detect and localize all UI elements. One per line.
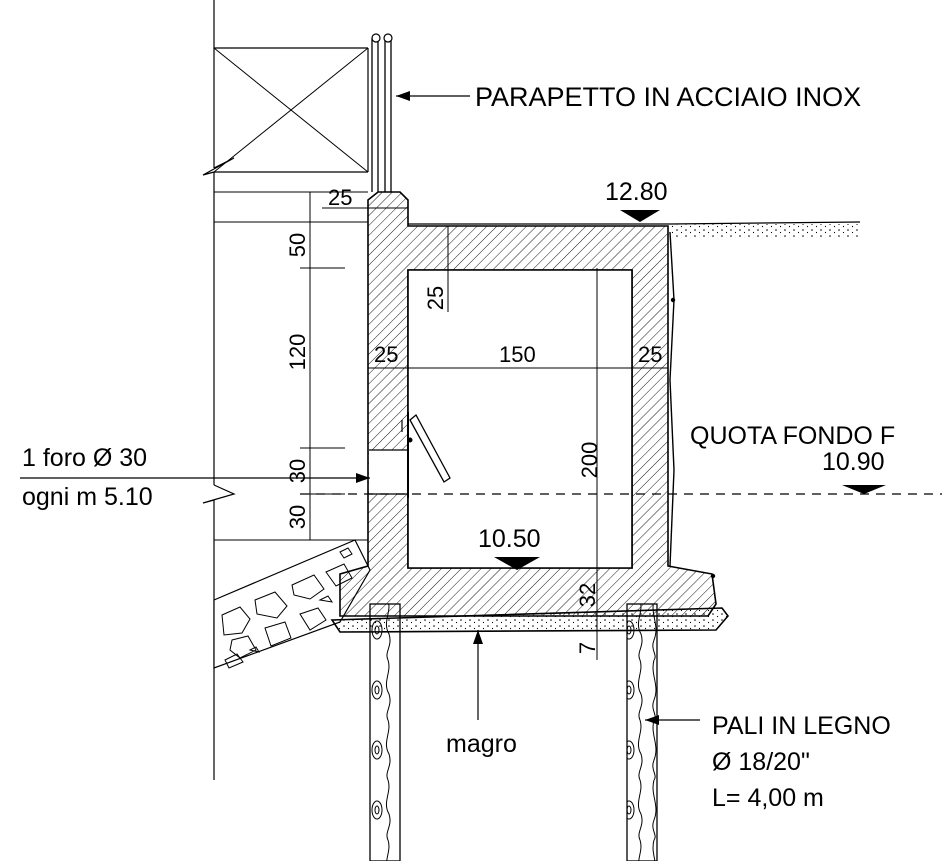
dimension-lines <box>300 192 668 660</box>
foro-label-line1: 1 foro Ø 30 <box>22 444 147 472</box>
level-marker-fondo <box>842 485 886 494</box>
foro-label-line2: ogni m 5.10 <box>22 483 153 511</box>
dim-inner-width: 150 <box>499 342 536 367</box>
pali-label-line3: L= 4,00 m <box>712 784 824 812</box>
timber-piles <box>369 603 658 861</box>
dim-base: 32 <box>575 583 600 607</box>
dim-inner-height: 200 <box>577 442 602 479</box>
dim-foro-upper: 30 <box>285 459 310 483</box>
ground-surface <box>408 221 861 238</box>
level-bottom-value: 10.50 <box>478 525 541 553</box>
dim-top-wall: 25 <box>328 185 352 210</box>
dim-left-wall: 25 <box>374 342 398 367</box>
leader-lines <box>20 91 700 725</box>
dim-opening: 120 <box>285 334 310 371</box>
dim-top-offset: 50 <box>285 233 310 257</box>
quota-fondo-label: QUOTA FONDO F <box>690 422 895 450</box>
level-marker-bottom <box>494 557 540 570</box>
parapetto-label: PARAPETTO IN ACCIAIO INOX <box>475 82 861 112</box>
dim-right-wall: 25 <box>638 342 662 367</box>
dim-magro: 7 <box>575 642 600 654</box>
dim-slab: 25 <box>423 286 448 310</box>
level-top-value: 12.80 <box>605 178 668 206</box>
dim-foro-lower: 30 <box>285 505 310 529</box>
flap-gate <box>401 412 451 498</box>
level-fondo-value: 10.90 <box>822 448 885 476</box>
magro-label: magro <box>446 730 517 758</box>
pali-label-line1: PALI IN LEGNO <box>712 712 891 740</box>
level-marker-top <box>620 210 660 222</box>
pali-label-line2: Ø 18/20" <box>712 748 810 776</box>
steel-railing <box>371 33 393 192</box>
